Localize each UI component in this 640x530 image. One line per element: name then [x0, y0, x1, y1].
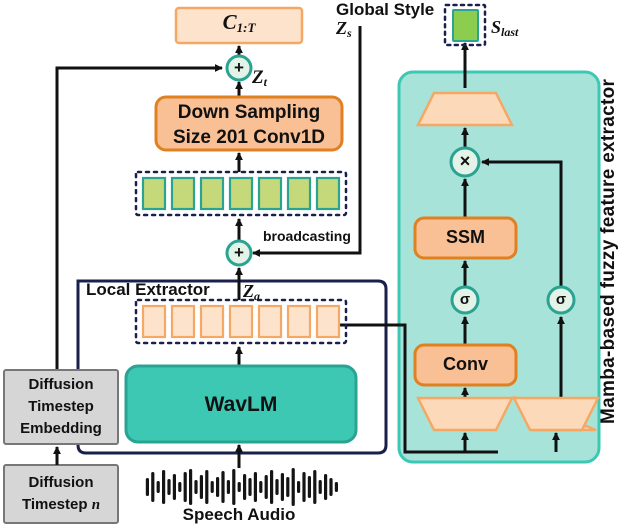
waveform-bar — [226, 480, 230, 494]
waveform-bar — [302, 472, 306, 502]
down-sampling-box — [154, 95, 344, 152]
wavlm-box — [124, 364, 358, 444]
waveform-bar — [237, 482, 241, 492]
waveform-bar — [162, 470, 166, 504]
waveform-bar — [253, 472, 257, 502]
waveform-bar — [243, 474, 247, 500]
zt-label: Zt — [252, 67, 267, 89]
waveform-bar — [172, 474, 176, 500]
conv-box — [413, 343, 518, 387]
latent-token-group — [134, 170, 348, 217]
multiply-node — [449, 146, 481, 178]
waveform-bar — [275, 479, 279, 495]
waveform-bar — [199, 475, 203, 499]
waveform-bar — [232, 469, 236, 505]
slast-label: Slast — [491, 17, 519, 39]
waveform-bar — [194, 480, 198, 494]
audio-token-row — [141, 304, 341, 339]
ssm-box — [413, 216, 518, 260]
local-extractor-panel — [76, 279, 388, 455]
add-node-top-label: + — [234, 58, 244, 77]
add-node-middle — [225, 239, 253, 267]
sigma-node-left — [450, 285, 480, 315]
waveform-bar — [334, 482, 338, 492]
waveform-bar — [178, 482, 182, 492]
waveform-bar — [318, 480, 322, 494]
waveform-bar — [324, 474, 328, 500]
c-output-box — [174, 6, 304, 45]
broadcasting-label: broadcasting — [263, 228, 351, 244]
zs-label: Zs — [336, 18, 352, 40]
waveform-bar — [183, 472, 187, 502]
conv-label: Conv — [443, 354, 488, 374]
mamba-panel-label: Mamba-based fuzzy feature extractor — [598, 78, 619, 424]
ssm-label: SSM — [445, 227, 485, 247]
waveform-bar — [205, 470, 209, 504]
speech-audio-label: Speech Audio — [182, 505, 296, 524]
diffusion-embedding-label: Diffusion Timestep Embedding — [20, 376, 102, 437]
add-node-middle-label: + — [234, 243, 244, 262]
waveform-bar — [280, 473, 284, 501]
waveform-bar — [151, 472, 155, 502]
waveform-bar — [313, 470, 317, 504]
c-output-label: C1:T — [222, 10, 256, 35]
wavlm-label: WavLM — [204, 393, 278, 416]
timestep-skip-connection — [55, 64, 223, 370]
local-extractor-label: Local Extractor — [86, 280, 210, 299]
za-label: Za — [243, 281, 260, 303]
waveform-bar — [216, 477, 220, 497]
down-sampling-label: Down Sampling Size 201 Conv1D — [172, 102, 326, 148]
global-style-label: Global Style — [336, 0, 435, 19]
waveform-bar — [291, 468, 295, 506]
speech-waveform — [145, 468, 338, 506]
gate-branch-line — [481, 158, 563, 298]
add-node-top — [225, 54, 253, 82]
waveform-bar — [221, 471, 225, 503]
global-style-broadcast-line — [252, 26, 362, 257]
slast-dashed-box — [443, 3, 487, 47]
waveform-bar — [264, 475, 268, 499]
waveform-bar — [156, 481, 160, 493]
input-projection-trapezoid-right-shape — [511, 396, 601, 432]
local-feature-to-mamba-line — [340, 323, 498, 454]
sigma-node-right — [546, 285, 576, 315]
waveform-bar — [248, 478, 252, 496]
waveform-bar — [329, 478, 333, 496]
latent-token-row — [141, 176, 341, 211]
waveform-bar — [210, 481, 214, 493]
diffusion-timestep-box — [3, 464, 119, 524]
output-projection-trapezoid — [415, 91, 515, 127]
diffusion-timestep-embedding-box — [3, 369, 119, 445]
waveform-bar — [297, 481, 301, 493]
waveform-bar — [270, 470, 274, 504]
sigma-right-label: σ — [555, 291, 567, 308]
waveform-bar — [286, 477, 290, 497]
audio-token-group — [134, 298, 348, 345]
input-projection-trapezoid-left — [415, 396, 515, 432]
multiply-label: × — [459, 151, 471, 171]
waveform-bar — [145, 478, 149, 496]
waveform-bar — [167, 479, 171, 495]
waveform-bar — [307, 476, 311, 498]
diffusion-timestep-label: Diffusion Timestep n — [21, 474, 101, 513]
waveform-bar — [259, 481, 263, 493]
slast-token — [452, 9, 479, 42]
sigma-left-label: σ — [459, 291, 471, 308]
waveform-bar — [189, 469, 193, 505]
